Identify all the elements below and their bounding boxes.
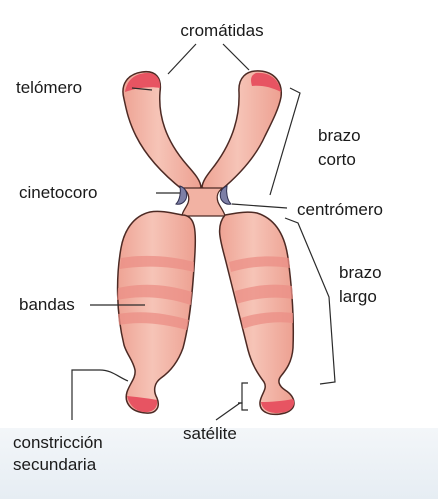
label-brazo-largo-line1: brazo xyxy=(339,263,382,282)
telomere-cap-right xyxy=(251,72,281,92)
satellite-cap-left xyxy=(127,396,158,413)
label-constriccion-line2: secundaria xyxy=(13,455,97,474)
telomere-cap-left xyxy=(125,73,161,92)
label-centromero: centrómero xyxy=(297,200,383,219)
upper-left-arm xyxy=(122,70,202,191)
label-telomero: telómero xyxy=(16,78,83,97)
label-cromatidas: cromátidas xyxy=(180,21,264,40)
kinetochore-right xyxy=(219,185,232,205)
kinetochore-left xyxy=(175,185,188,205)
upper-right-arm xyxy=(201,70,282,191)
centromere-region xyxy=(181,187,226,217)
satellite-cap-right xyxy=(261,399,295,413)
page-footer-band xyxy=(0,428,438,499)
bands-right xyxy=(229,256,293,329)
label-bandas: bandas xyxy=(19,295,75,314)
label-constriccion-line1: constricción xyxy=(13,433,103,452)
leader-lines xyxy=(71,43,336,421)
label-brazo-corto-line2: corto xyxy=(318,150,356,169)
label-satelite: satélite xyxy=(183,424,237,443)
label-brazo-corto-line1: brazo xyxy=(318,126,361,145)
label-cinetocoro: cinetocoro xyxy=(19,183,98,202)
bands-left xyxy=(117,255,194,330)
lower-left-chromatid xyxy=(116,210,197,414)
label-brazo-largo-line2: largo xyxy=(339,287,377,306)
